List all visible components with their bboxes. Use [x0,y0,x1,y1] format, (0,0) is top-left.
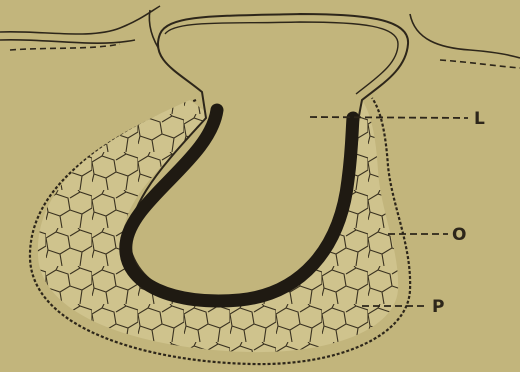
label-o: O [452,225,466,245]
label-l: L [474,109,485,129]
label-p: P [432,297,444,317]
